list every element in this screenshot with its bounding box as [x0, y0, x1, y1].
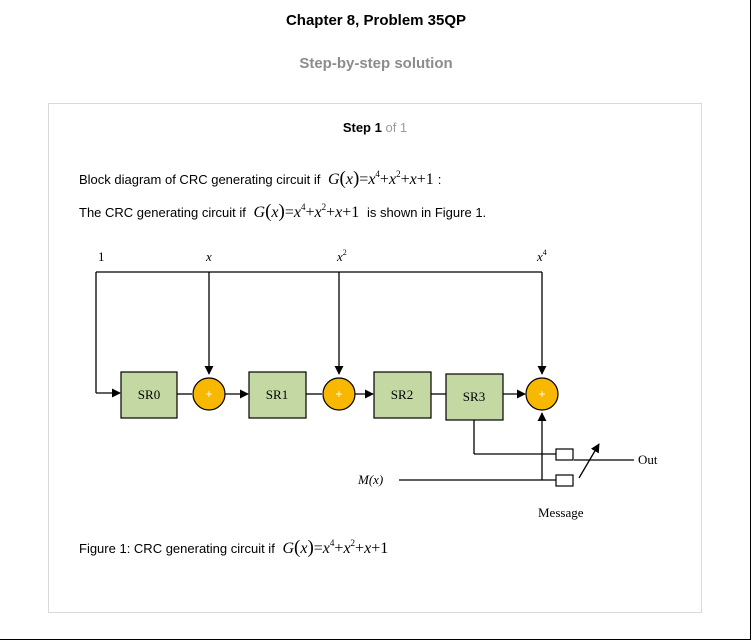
step-indicator: Step 1 of 1	[49, 120, 701, 135]
page-title: Chapter 8, Problem 35QP	[285, 12, 467, 29]
register-sr2-label: SR2	[391, 387, 413, 402]
line1-suffix: :	[437, 172, 442, 187]
tap-label-x4: x4	[536, 248, 547, 264]
xor-adder-1	[192, 377, 226, 411]
page-subtitle: Step-by-step solution	[299, 55, 453, 72]
switch-terminal-feedback	[555, 448, 574, 461]
description-line-1: Block diagram of CRC generating circuit …	[79, 168, 441, 190]
tap-label-x: x	[205, 249, 212, 264]
xor-adder-2	[322, 377, 356, 411]
step-label: Step 1	[342, 120, 382, 135]
message-label: Message	[538, 505, 584, 520]
crc-circuit-diagram: 1 x x2 x4	[95, 248, 658, 520]
step-of: of 1	[385, 120, 408, 135]
generator-polynomial: G(x)=x4+x2+x+1	[327, 168, 434, 189]
solution-card: Step 1 of 1 Block diagram of CRC generat…	[48, 103, 702, 613]
xor-adder-3	[525, 377, 559, 411]
description-line-2: The CRC generating circuit if G(x)=x4+x2…	[79, 201, 486, 223]
adder-1-symbol: +	[205, 387, 212, 401]
line2-text: The CRC generating circuit if	[79, 205, 246, 220]
figure-caption: Figure 1: CRC generating circuit if G(x)…	[79, 537, 392, 559]
register-sr1-label: SR1	[266, 387, 288, 402]
tap-label-x2: x2	[336, 248, 347, 264]
register-sr0	[120, 371, 178, 419]
register-sr1	[248, 371, 307, 419]
out-label: Out	[638, 452, 658, 467]
generator-polynomial: G(x)=x4+x2+x+1	[282, 537, 389, 558]
feedback-bus	[95, 271, 547, 398]
line2-suffix: is shown in Figure 1.	[366, 205, 487, 220]
generator-polynomial: G(x)=x4+x2+x+1	[253, 201, 360, 222]
register-sr3	[445, 373, 504, 421]
register-sr3-label: SR3	[463, 389, 485, 404]
adder-3-symbol: +	[538, 387, 545, 401]
line1-text: Block diagram of CRC generating circuit …	[79, 172, 321, 187]
adder-2-symbol: +	[335, 387, 342, 401]
shift-chain	[177, 389, 634, 481]
tap-label-1: 1	[98, 249, 105, 264]
register-sr2	[373, 371, 432, 419]
register-sr0-label: SR0	[138, 387, 160, 402]
caption-text: Figure 1: CRC generating circuit if	[79, 541, 275, 556]
message-input-label: M(x)	[357, 472, 383, 487]
switch-terminal-message	[555, 474, 574, 487]
